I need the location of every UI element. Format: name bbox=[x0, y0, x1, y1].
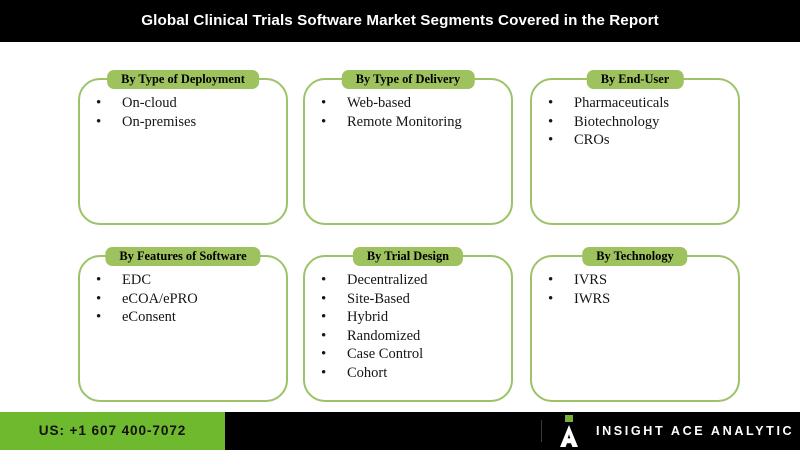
list-item-label: eCOA/ePRO bbox=[122, 290, 198, 307]
footer-bar: US: +1 607 400-7072 INSIGHT ACE ANALYTIC bbox=[0, 412, 800, 450]
bullet-icon: • bbox=[548, 272, 554, 288]
bullet-icon: • bbox=[548, 132, 554, 148]
list-item-label: IVRS bbox=[574, 272, 608, 288]
segment-card-title: By Type of Delivery bbox=[341, 70, 475, 89]
bullet-icon: • bbox=[321, 290, 327, 307]
bullet-icon: • bbox=[548, 290, 554, 307]
bullet-icon: • bbox=[548, 95, 554, 111]
segment-item-list: • On-cloud • On-premises bbox=[86, 94, 280, 131]
segment-item-list: • EDC • eCOA/ePRO • eConsent bbox=[86, 271, 280, 327]
list-item: • On-cloud bbox=[86, 94, 280, 113]
list-item-label: On-cloud bbox=[122, 95, 177, 111]
bullet-icon: • bbox=[96, 309, 102, 325]
bullet-icon: • bbox=[96, 95, 102, 111]
segment-item-list: • Pharmaceuticals • Biotechnology • CROs bbox=[538, 94, 732, 150]
segment-card-technology[interactable]: By Technology • IVRS • IWRS bbox=[530, 247, 740, 402]
segment-card-title: By Type of Deployment bbox=[107, 70, 259, 89]
segment-card-title: By End-User bbox=[586, 70, 684, 89]
list-item: • Case Control bbox=[311, 345, 505, 364]
list-item: • Pharmaceuticals bbox=[538, 94, 732, 113]
bullet-icon: • bbox=[321, 327, 327, 344]
list-item: • Site-Based bbox=[311, 290, 505, 309]
bullet-icon: • bbox=[321, 272, 327, 288]
list-item: • eCOA/ePRO bbox=[86, 290, 280, 309]
insight-ace-a-mark-icon bbox=[556, 414, 582, 448]
title-band: Global Clinical Trials Software Market S… bbox=[0, 0, 800, 42]
list-item-label: Hybrid bbox=[347, 309, 389, 325]
segment-item-list: • IVRS • IWRS bbox=[538, 271, 732, 308]
list-item: • eConsent bbox=[86, 308, 280, 327]
list-item: • On-premises bbox=[86, 113, 280, 132]
list-item-label: Web-based bbox=[347, 95, 412, 111]
segment-card-end-user[interactable]: By End-User • Pharmaceuticals • Biotechnol… bbox=[530, 70, 740, 225]
list-item: • Randomized bbox=[311, 327, 505, 346]
phone-number: US: +1 607 400-7072 bbox=[38, 423, 187, 438]
list-item-label: Pharmaceuticals bbox=[574, 95, 670, 111]
list-item-label: Site-Based bbox=[347, 290, 410, 307]
bullet-icon: • bbox=[321, 113, 327, 130]
list-item-label: Remote Monitoring bbox=[347, 113, 462, 130]
segments-grid: By Type of Deployment • On-cloud • On-prem… bbox=[0, 42, 800, 412]
list-item: • Web-based bbox=[311, 94, 505, 113]
bullet-icon: • bbox=[321, 309, 327, 325]
list-item-label: eConsent bbox=[122, 309, 176, 325]
list-item-label: Biotechnology bbox=[574, 113, 660, 130]
list-item-label: Case Control bbox=[347, 346, 424, 362]
list-item-label: Cohort bbox=[347, 364, 388, 381]
list-item: • CROs bbox=[538, 131, 732, 150]
list-item-label: On-premises bbox=[122, 113, 197, 130]
list-item-label: Decentralized bbox=[347, 272, 428, 288]
bullet-icon: • bbox=[321, 95, 327, 111]
brand-lockup[interactable]: INSIGHT ACE ANALYTIC bbox=[556, 412, 794, 450]
bullet-icon: • bbox=[321, 364, 327, 381]
segment-item-list: • Web-based • Remote Monitoring bbox=[311, 94, 505, 131]
segment-card-trial-design[interactable]: By Trial Design • Decentralized • Site-Bas… bbox=[303, 247, 513, 402]
list-item-label: IWRS bbox=[574, 290, 611, 307]
segment-card-features[interactable]: By Features of Software • EDC • eCOA/ePRO … bbox=[78, 247, 288, 402]
list-item: • Remote Monitoring bbox=[311, 113, 505, 132]
list-item: • Biotechnology bbox=[538, 113, 732, 132]
segment-card-title: By Features of Software bbox=[105, 247, 261, 266]
brand-divider bbox=[541, 420, 542, 442]
bullet-icon: • bbox=[96, 113, 102, 130]
segment-item-list: • Decentralized • Site-Based • Hybrid • Rand… bbox=[311, 271, 505, 382]
phone-block[interactable]: US: +1 607 400-7072 bbox=[0, 412, 225, 450]
page-title: Global Clinical Trials Software Market S… bbox=[141, 12, 659, 29]
segment-card-deployment[interactable]: By Type of Deployment • On-cloud • On-prem… bbox=[78, 70, 288, 225]
list-item: • IWRS bbox=[538, 290, 732, 309]
segment-card-delivery[interactable]: By Type of Delivery • Web-based • Remote M… bbox=[303, 70, 513, 225]
segment-card-title: By Technology bbox=[582, 247, 688, 266]
list-item: • Decentralized bbox=[311, 271, 505, 290]
bullet-icon: • bbox=[96, 272, 102, 288]
bullet-icon: • bbox=[548, 113, 554, 130]
brand-name: INSIGHT ACE ANALYTIC bbox=[596, 424, 795, 438]
list-item: • Hybrid bbox=[311, 308, 505, 327]
segment-card-title: By Trial Design bbox=[352, 247, 464, 266]
bullet-icon: • bbox=[96, 290, 102, 307]
list-item-label: EDC bbox=[122, 272, 151, 288]
list-item-label: Randomized bbox=[347, 327, 421, 344]
list-item: • IVRS bbox=[538, 271, 732, 290]
list-item-label: CROs bbox=[574, 132, 610, 148]
list-item: • EDC bbox=[86, 271, 280, 290]
list-item: • Cohort bbox=[311, 364, 505, 383]
bullet-icon: • bbox=[321, 346, 327, 362]
